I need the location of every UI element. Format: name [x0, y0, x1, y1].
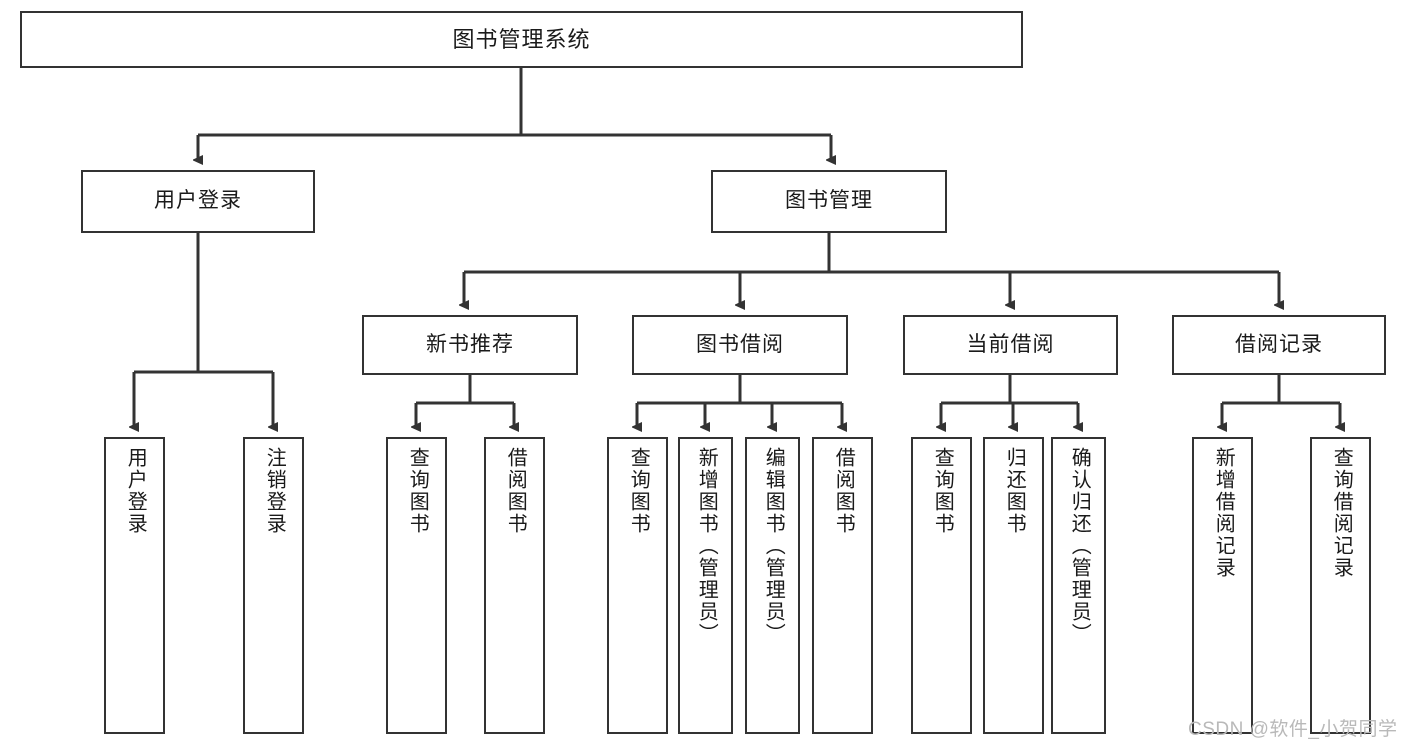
node-label: 图书管理系统 [452, 26, 591, 52]
node-user-login[interactable]: 用户登录 [81, 170, 315, 233]
node-leaf-add-book[interactable]: 新增图书（管理员） [678, 437, 733, 734]
node-label: 图书管理 [785, 189, 873, 213]
node-label: 查询借阅记录 [1330, 447, 1353, 579]
node-leaf-return-book[interactable]: 归还图书 [983, 437, 1044, 734]
node-book-management[interactable]: 图书管理 [711, 170, 947, 233]
node-label: 新书推荐 [426, 332, 514, 356]
node-leaf-edit-book[interactable]: 编辑图书（管理员） [745, 437, 800, 734]
node-leaf-user-logout[interactable]: 注销登录 [243, 437, 304, 734]
node-leaf-confirm-return[interactable]: 确认归还（管理员） [1051, 437, 1106, 734]
node-new-book-recommend[interactable]: 新书推荐 [362, 315, 578, 375]
node-book-borrow[interactable]: 图书借阅 [632, 315, 848, 375]
node-label: 用户登录 [124, 447, 147, 535]
node-label: 新增借阅记录 [1212, 447, 1235, 579]
node-leaf-query-book-current[interactable]: 查询图书 [911, 437, 972, 734]
node-leaf-add-borrow-record[interactable]: 新增借阅记录 [1192, 437, 1253, 734]
node-label: 归还图书 [1003, 447, 1026, 535]
node-label: 编辑图书（管理员） [762, 447, 785, 645]
node-label: 查询图书 [406, 447, 429, 535]
node-leaf-query-book-recommend[interactable]: 查询图书 [386, 437, 447, 734]
node-leaf-query-borrow-record[interactable]: 查询借阅记录 [1310, 437, 1371, 734]
node-label: 查询图书 [627, 447, 650, 535]
node-book-management-system[interactable]: 图书管理系统 [20, 11, 1023, 68]
node-leaf-borrow-book-recommend[interactable]: 借阅图书 [484, 437, 545, 734]
node-label: 当前借阅 [966, 332, 1055, 356]
node-leaf-borrow-book[interactable]: 借阅图书 [812, 437, 873, 734]
node-label: 图书借阅 [696, 332, 784, 356]
node-label: 查询图书 [931, 447, 954, 535]
node-label: 确认归还（管理员） [1068, 447, 1091, 645]
node-current-borrow[interactable]: 当前借阅 [903, 315, 1118, 375]
node-borrow-record[interactable]: 借阅记录 [1172, 315, 1386, 375]
node-leaf-query-book-borrow[interactable]: 查询图书 [607, 437, 668, 734]
csdn-watermark: CSDN @软件_小贺同学 [1188, 719, 1398, 740]
node-label: 用户登录 [154, 189, 242, 213]
node-label: 借阅图书 [504, 447, 527, 535]
node-leaf-user-login[interactable]: 用户登录 [104, 437, 165, 734]
node-label: 新增图书（管理员） [695, 447, 718, 645]
node-label: 注销登录 [263, 447, 286, 535]
node-label: 借阅图书 [832, 447, 855, 535]
node-label: 借阅记录 [1235, 332, 1323, 356]
